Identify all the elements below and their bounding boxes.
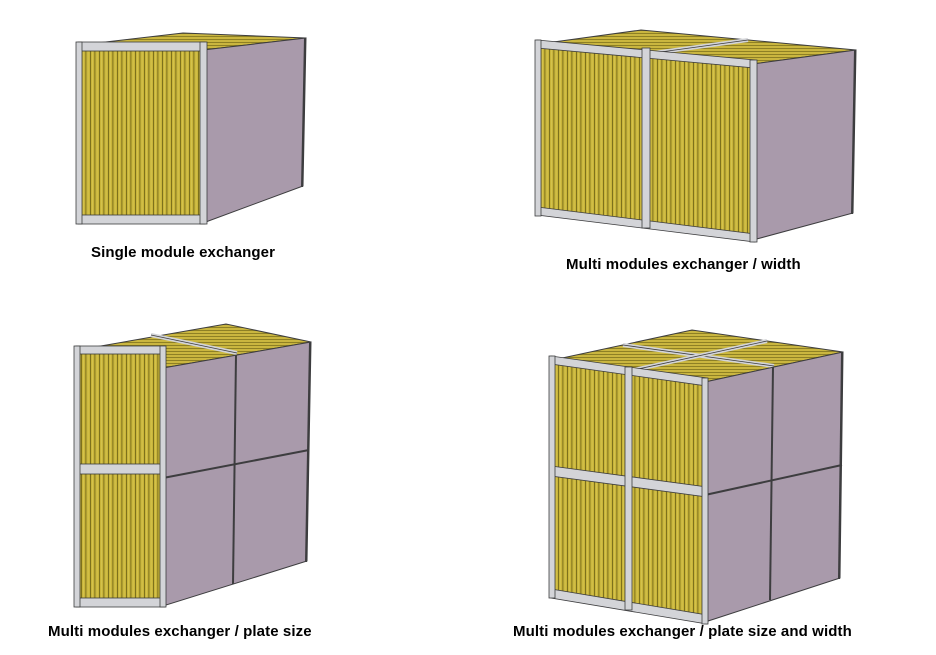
frame: [548, 351, 843, 625]
caption-multi-plate-size-width: Multi modules exchanger / plate size and…: [513, 623, 852, 640]
side-panel: [202, 37, 307, 224]
front-plate-face: [79, 44, 204, 224]
single-module-diagram: [75, 32, 307, 225]
multi-plate-size-diagram: [73, 323, 312, 608]
multi-plate-size-width-diagram: [548, 329, 844, 625]
frame: [534, 39, 856, 243]
frame: [73, 341, 311, 608]
side-panel: [704, 351, 844, 623]
side-panel: [752, 49, 857, 241]
front-plate-face: [77, 349, 164, 607]
caption-single-module: Single module exchanger: [91, 244, 276, 261]
frame: [75, 37, 306, 225]
caption-multi-width: Multi modules exchanger / width: [566, 256, 801, 273]
multi-width-diagram: [534, 29, 857, 243]
caption-multi-plate-size: Multi modules exchanger / plate size: [48, 623, 312, 640]
